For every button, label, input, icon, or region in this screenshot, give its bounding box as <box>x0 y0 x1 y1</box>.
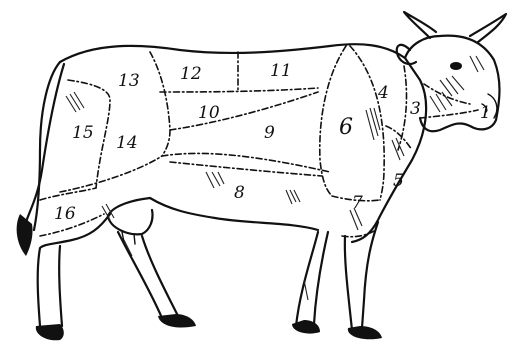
rump-shading <box>66 92 84 112</box>
cut-line-8-9 <box>170 162 322 176</box>
label-7: 7 <box>352 193 363 213</box>
hoof-front-near <box>348 326 382 339</box>
belly-shading <box>102 172 224 220</box>
horn-left <box>404 12 436 38</box>
rear-near-leg-inner <box>59 246 62 326</box>
cut-line-3-1 <box>424 84 470 104</box>
label-5: 5 <box>393 171 404 191</box>
label-14: 14 <box>116 133 138 153</box>
front-near-leg <box>345 236 352 330</box>
label-8: 8 <box>234 183 245 203</box>
cow-body-outline <box>60 44 426 242</box>
chest-shading <box>286 190 300 204</box>
eye <box>450 62 462 70</box>
cut-line-6-right <box>350 46 384 200</box>
hoof-rear-far <box>158 314 196 328</box>
cut-line-13-12 <box>150 52 170 156</box>
label-12: 12 <box>180 64 202 84</box>
label-3: 3 <box>410 99 421 119</box>
label-9: 9 <box>264 123 275 143</box>
hoof-rear-near <box>36 324 64 340</box>
cut-line-back-horizontal <box>160 88 318 92</box>
label-1: 1 <box>480 103 491 123</box>
cut-line-15-16 <box>40 188 96 200</box>
udder-outline <box>108 198 153 234</box>
label-16: 16 <box>54 204 76 224</box>
rear-near-leg <box>38 214 110 326</box>
cut-line-flank <box>60 156 162 192</box>
front-far-leg <box>296 232 328 326</box>
label-10: 10 <box>198 103 220 123</box>
label-6: 6 <box>339 115 353 140</box>
label-15: 15 <box>72 123 94 143</box>
label-4: 4 <box>377 83 389 103</box>
horn-right <box>470 14 506 42</box>
label-11: 11 <box>270 61 292 81</box>
label-13: 13 <box>118 71 140 91</box>
tail-tuft <box>17 214 33 256</box>
cut-line-10-9 <box>170 92 318 130</box>
cut-line-jaw <box>420 110 478 118</box>
